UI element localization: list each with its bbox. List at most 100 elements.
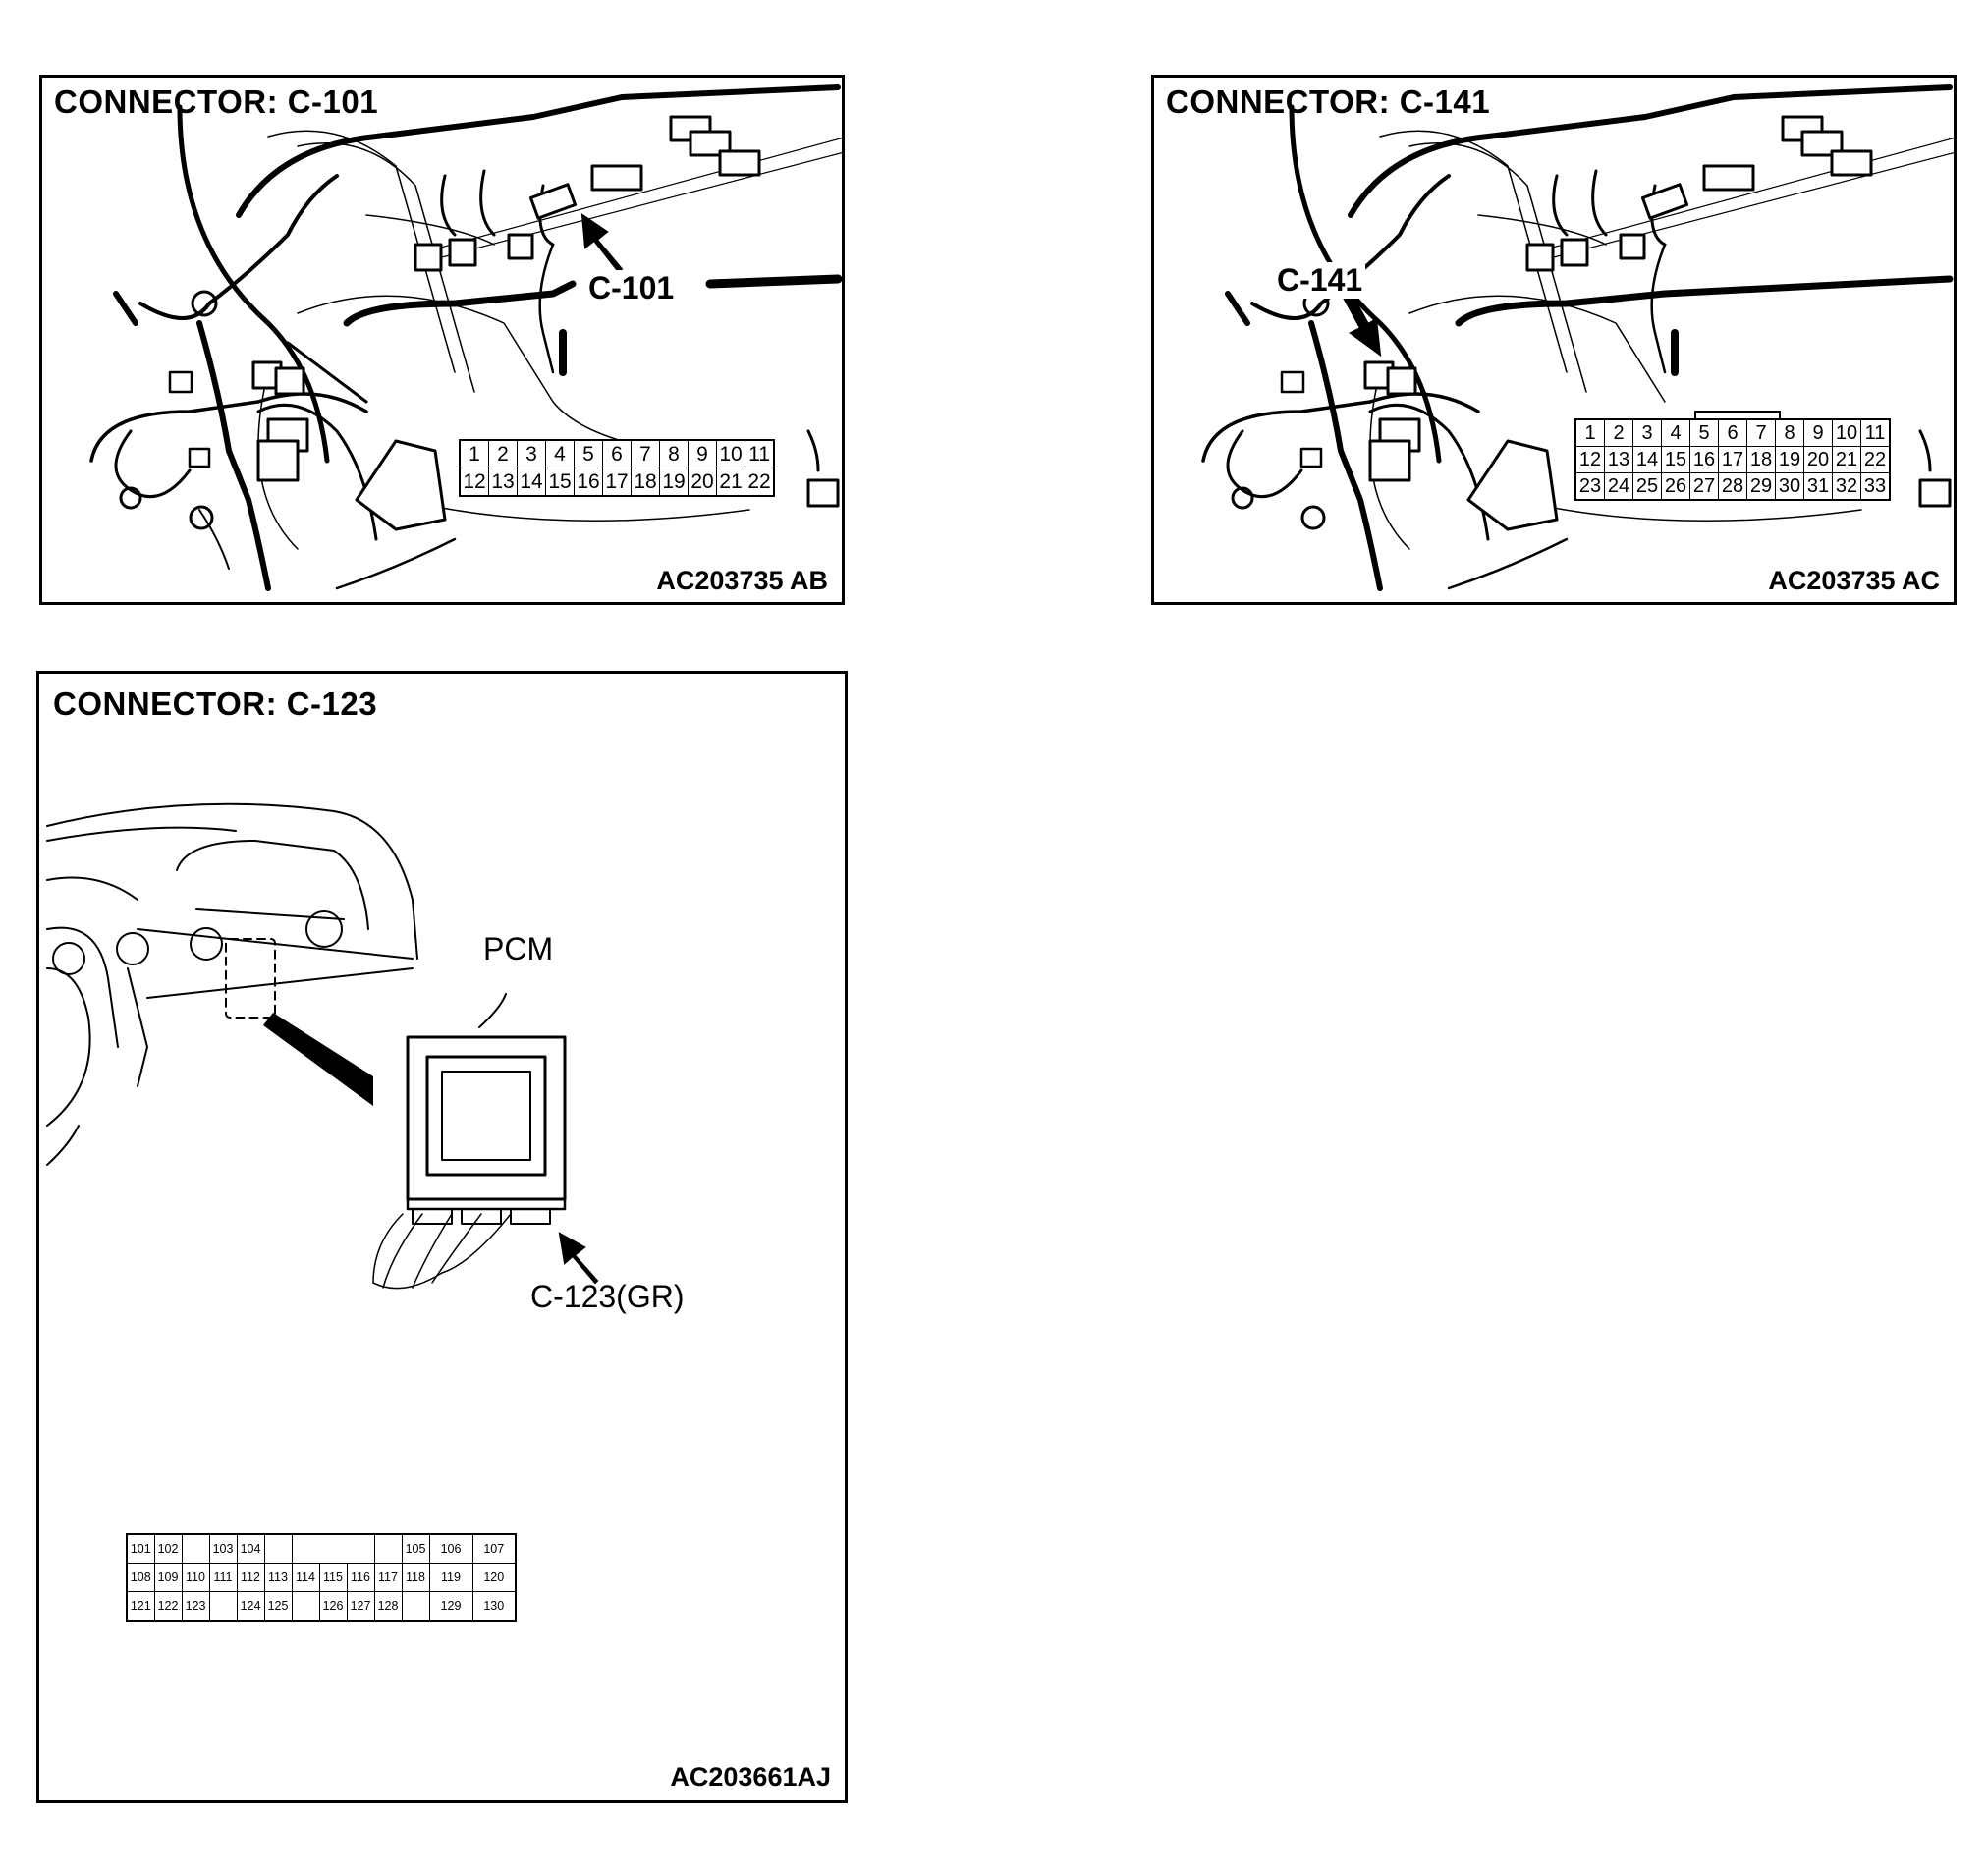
c123-pointer-wedge xyxy=(263,1013,373,1106)
c101-pin: 14 xyxy=(517,468,546,497)
c123-pin: 117 xyxy=(373,1563,403,1592)
c141-pin: 33 xyxy=(1860,472,1891,501)
c101-pin: 3 xyxy=(517,439,546,468)
c101-pin: 18 xyxy=(631,468,660,497)
c123-pin: 127 xyxy=(346,1591,375,1622)
c123-pin: 106 xyxy=(428,1533,473,1564)
c141-pin: 7 xyxy=(1746,418,1776,447)
c141-dashboard-wiring-illustration xyxy=(1201,84,1954,591)
c123-pin: 102 xyxy=(153,1533,183,1564)
c123-pin-row-3: 121 122 123 124 125 126 127 128 129 130 xyxy=(126,1591,517,1622)
c141-pin: 5 xyxy=(1689,418,1719,447)
c141-pin: 15 xyxy=(1661,446,1690,473)
c101-pin: 21 xyxy=(716,468,746,497)
c141-connector-latch xyxy=(1694,411,1781,420)
c123-pin-row-2: 108 109 110 111 112 113 114 115 116 117 … xyxy=(126,1563,517,1592)
c101-pin: 9 xyxy=(688,439,717,468)
c123-pin: 122 xyxy=(153,1591,183,1622)
c141-pin: 18 xyxy=(1746,446,1776,473)
c123-pin: 129 xyxy=(428,1591,473,1622)
c123-pin: 118 xyxy=(401,1563,430,1592)
c141-pin: 11 xyxy=(1860,418,1891,447)
connector-c123-panel: CONNECTOR: C-123 PCM C-123(GR) 101 102 1… xyxy=(36,671,848,1803)
c123-title: CONNECTOR: C-123 xyxy=(53,686,378,722)
c101-pin: 8 xyxy=(659,439,689,468)
c141-pin: 8 xyxy=(1775,418,1804,447)
c123-pin-layout: 101 102 103 104 105 106 107 108 109 110 … xyxy=(126,1533,517,1622)
c123-pin xyxy=(181,1533,210,1564)
c123-pin: 105 xyxy=(401,1533,430,1564)
c141-pin: 32 xyxy=(1832,472,1861,501)
c123-pin xyxy=(373,1533,403,1564)
c101-callout-label: C-101 xyxy=(584,270,679,306)
c123-figure-code: AC203661AJ xyxy=(670,1762,831,1791)
c123-pin: 109 xyxy=(153,1563,183,1592)
c141-pin: 24 xyxy=(1604,472,1633,501)
c123-pin xyxy=(401,1591,430,1622)
c101-pin: 6 xyxy=(602,439,632,468)
c123-pin: 107 xyxy=(471,1533,517,1564)
c141-pin: 19 xyxy=(1775,446,1804,473)
c123-pin: 103 xyxy=(208,1533,238,1564)
c141-pin: 20 xyxy=(1803,446,1833,473)
c123-pin-row-1: 101 102 103 104 105 106 107 xyxy=(126,1533,517,1564)
c141-pin: 23 xyxy=(1574,472,1605,501)
c101-pin: 19 xyxy=(659,468,689,497)
c123-pin: 114 xyxy=(291,1563,320,1592)
c123-callout-label: C-123(GR) xyxy=(530,1279,685,1314)
c141-pin: 3 xyxy=(1632,418,1662,447)
c123-pin xyxy=(318,1533,348,1564)
c101-pin: 20 xyxy=(688,468,717,497)
c101-pin: 15 xyxy=(545,468,575,497)
c123-pin: 126 xyxy=(318,1591,348,1622)
c123-pin xyxy=(263,1533,293,1564)
c141-pin: 17 xyxy=(1718,446,1747,473)
c141-pin: 26 xyxy=(1661,472,1690,501)
c141-pin: 10 xyxy=(1832,418,1861,447)
c101-pin: 5 xyxy=(574,439,603,468)
c123-pin: 128 xyxy=(373,1591,403,1622)
c123-pin: 123 xyxy=(181,1591,210,1622)
c123-pin: 104 xyxy=(236,1533,265,1564)
c141-pin: 9 xyxy=(1803,418,1833,447)
c141-pin: 16 xyxy=(1689,446,1719,473)
c123-pin xyxy=(346,1533,375,1564)
c101-pin: 13 xyxy=(488,468,518,497)
c141-pin: 30 xyxy=(1775,472,1804,501)
c123-pin: 101 xyxy=(126,1533,155,1564)
c141-title: CONNECTOR: C-141 xyxy=(1166,83,1491,120)
c101-title: CONNECTOR: C-101 xyxy=(54,83,379,120)
c123-pin: 121 xyxy=(126,1591,155,1622)
c123-pin: 119 xyxy=(428,1563,473,1592)
c141-pin: 21 xyxy=(1832,446,1861,473)
c141-pin: 27 xyxy=(1689,472,1719,501)
c101-pin: 1 xyxy=(459,439,489,468)
c101-pin: 22 xyxy=(745,468,775,497)
c123-pin xyxy=(208,1591,238,1622)
c123-pin: 120 xyxy=(471,1563,517,1592)
c141-pin: 4 xyxy=(1661,418,1690,447)
c123-dashboard-pcm-illustration xyxy=(46,802,599,1290)
c123-pin: 111 xyxy=(208,1563,238,1592)
c123-pin: 113 xyxy=(263,1563,293,1592)
c123-pin: 112 xyxy=(236,1563,265,1592)
c141-pin: 14 xyxy=(1632,446,1662,473)
c123-pin: 124 xyxy=(236,1591,265,1622)
c123-pin: 130 xyxy=(471,1591,517,1622)
c101-figure-code: AC203735 AB xyxy=(656,566,828,595)
c101-pointer-arrow xyxy=(580,212,624,274)
c141-figure-code: AC203735 AC xyxy=(1768,566,1940,595)
c101-pin: 7 xyxy=(631,439,660,468)
pcm-label: PCM xyxy=(483,931,554,966)
c123-connector-arrow xyxy=(558,1232,599,1285)
